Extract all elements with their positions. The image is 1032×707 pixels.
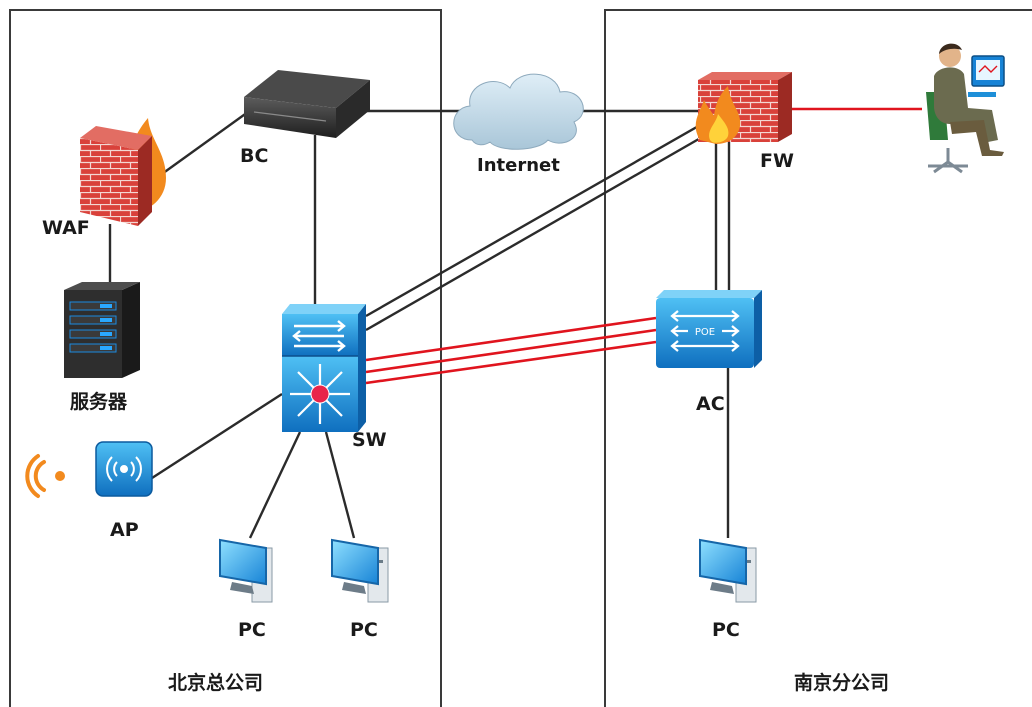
server-led-3 [100,332,112,336]
pc3-device[interactable] [699,538,757,603]
fw-device[interactable] [695,72,792,144]
pc1-monitor [219,538,267,586]
sw-device[interactable] [282,304,366,432]
remote-client[interactable] [926,43,1005,174]
wifi-signal-dot [55,471,65,481]
fw-label: FW [760,150,794,172]
pc2-stand [342,582,366,594]
bc-box-top [244,70,370,108]
server-bay-2 [69,315,117,325]
server-led-4 [100,346,112,350]
server-label: 服务器 [70,390,128,413]
region-nanjing-label: 南京分公司 [794,671,889,694]
server-bay-1 [69,301,117,311]
bc-box-front [244,97,336,138]
ac-device[interactable]: POE [656,290,762,368]
link-sw-pc2 [324,431,356,539]
pc2-device[interactable] [331,538,389,603]
links [108,109,731,539]
person-body-icon [934,67,998,142]
desk-monitor-screen [976,60,1000,80]
waf-label: WAF [42,217,90,239]
internet-cloud[interactable] [453,73,584,150]
server-led-1 [100,304,112,308]
link-sw-pc1 [248,431,302,539]
pc3-label: PC [712,619,740,641]
server-bay-4 [69,343,117,353]
ac-label: AC [696,393,725,415]
bc-label: BC [240,145,268,167]
internet-label: Internet [477,155,560,176]
sw-top [282,304,366,314]
bc-box-side [336,80,370,138]
fw-wall-side [778,72,792,142]
server-device[interactable] [64,282,140,378]
ap-label: AP [110,519,139,541]
link-sw-ap [151,392,283,480]
pc1-label: PC [238,619,266,641]
ac-arrows-icon [670,310,740,352]
ac-top [656,290,762,298]
region-beijing-label: 北京总公司 [168,671,263,694]
desk-keyboard [968,92,996,97]
server-side [122,282,140,378]
waf-wall-front [80,138,138,226]
link-sw-ac-3 [365,340,657,385]
office-chair-icon [928,148,968,174]
cloud-icon [453,73,584,150]
ac-side [754,290,762,368]
region-nanjing [604,9,1032,707]
sw-side [358,304,366,432]
server-led-2 [100,318,112,322]
sw-core-dot [310,384,330,404]
region-beijing [9,9,442,707]
pc3-monitor [699,538,747,586]
bc-device[interactable] [244,70,370,138]
pc2-label: PC [350,619,378,641]
server-top [64,282,140,290]
red-links [365,107,922,385]
sw-arrows-icon [292,320,346,352]
link-sw-ac-2 [365,328,657,374]
pc2-monitor [331,538,379,586]
waf-wall-top [80,126,152,150]
pc1-device[interactable] [219,538,273,603]
desk-screen-graphic [978,65,998,73]
ac-badge: POE [695,327,715,338]
server-bay-3 [69,329,117,339]
person-hair-icon [939,43,962,54]
link-sw-ac-1 [365,316,657,362]
pc1-stand [230,582,254,594]
sw-label: SW [352,429,387,451]
wifi-signal-icon [25,454,46,498]
fw-flame-inner-icon [709,114,729,143]
ap-device[interactable] [25,441,153,498]
waf-wall-side [138,136,152,226]
pc3-stand [710,582,734,594]
bc-box-slot [253,111,327,122]
person-leg-icon [950,120,1004,156]
fw-wall-top [698,72,792,80]
link-sw-fw-2 [365,134,705,332]
link-sw-fw-1 [365,122,703,318]
ap-antenna-icon [106,456,142,482]
waf-device[interactable] [80,118,166,226]
